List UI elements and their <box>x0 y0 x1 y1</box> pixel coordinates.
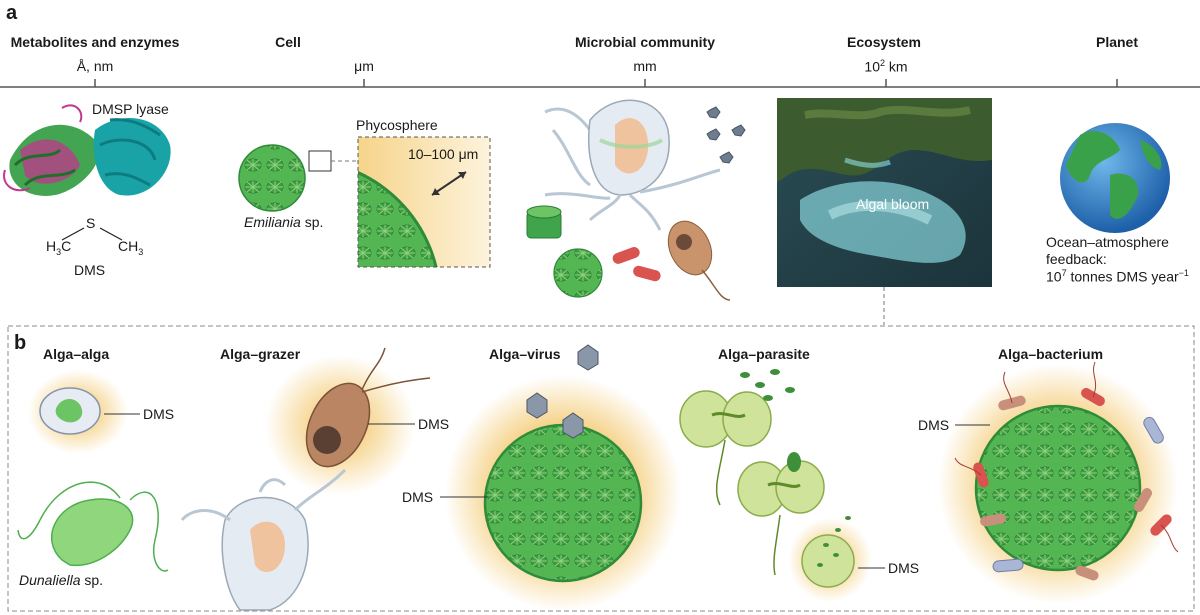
coccolith-small <box>553 248 603 298</box>
lysing-host <box>801 534 855 588</box>
virus-host-coccolith <box>483 423 643 583</box>
heading-alga-parasite: Alga–parasite <box>718 346 810 362</box>
grazer-vacuole <box>313 426 341 454</box>
planet-text-line3: 107 tonnes DMS year−1 <box>1046 268 1189 285</box>
viruses-b <box>526 344 599 439</box>
copepod-b <box>180 468 347 611</box>
dms-sulfur: S <box>86 215 96 231</box>
zoom-box <box>308 150 332 172</box>
planet-text-line1: Ocean–atmosphere <box>1046 234 1169 250</box>
dunaliella-cell <box>51 498 134 566</box>
heading-alga-grazer: Alga–grazer <box>220 346 301 362</box>
scale-unit-angstrom: Å, nm <box>76 58 114 74</box>
copepod-top <box>544 99 721 231</box>
phycosphere-label: Phycosphere <box>356 117 438 133</box>
scale-heading-planet: Planet <box>1095 34 1139 50</box>
ciliate-a <box>667 220 731 301</box>
scale-heading-cell: Cell <box>275 34 301 50</box>
emiliania-label: Emiliania sp. <box>244 214 324 230</box>
scale-unit-millimetre: mm <box>633 58 657 74</box>
zoospores <box>740 369 795 401</box>
scale-heading-ecosystem: Ecosystem <box>847 34 921 50</box>
dms-left-methyl: H3C <box>46 238 72 257</box>
emiliania-cell <box>238 144 306 212</box>
parasite-host-upper <box>679 390 772 506</box>
dunaliella-label: Dunaliella sp. <box>19 572 104 588</box>
phycosphere-size: 10–100 μm <box>408 146 479 162</box>
satellite-image <box>777 98 992 287</box>
scale-unit-micrometre: μm <box>354 58 374 74</box>
dms-label-alga-parasite: DMS <box>888 560 920 576</box>
scale-heading-metabolites: Metabolites and enzymes <box>10 34 180 50</box>
globe <box>1060 123 1170 233</box>
dms-label-alga-grazer: DMS <box>418 416 450 432</box>
planet-text-line2: feedback: <box>1046 251 1107 267</box>
scale-heading-community: Microbial community <box>574 34 716 50</box>
heading-alga-bacterium: Alga–bacterium <box>998 346 1104 362</box>
panel-b-frame <box>7 325 1195 612</box>
phycosphere-inset <box>358 137 490 267</box>
dmsp-lyase-label: DMSP lyase <box>92 101 169 117</box>
phycosphere-frame <box>357 136 491 268</box>
dms-name: DMS <box>74 262 106 278</box>
dmsp-lyase-structure <box>3 104 171 196</box>
viruses-a <box>706 106 746 164</box>
dms-label-alga-bacterium: DMS <box>918 417 950 433</box>
dms-label-alga-virus: DMS <box>402 489 434 505</box>
dms-bonds <box>61 227 123 241</box>
panel-a-letter: a <box>6 2 18 24</box>
bacteria-a <box>612 247 661 282</box>
diatom-cylinder <box>526 205 562 239</box>
heading-alga-alga: Alga–alga <box>43 346 110 362</box>
phycosphere-arrow <box>431 171 467 196</box>
dms-label-alga-alga: DMS <box>143 406 175 422</box>
panel-b-letter: b <box>14 332 27 354</box>
algal-bloom-label: Algal bloom <box>856 196 930 212</box>
scale-ticks <box>94 79 1118 87</box>
heading-alga-virus: Alga–virus <box>489 346 561 362</box>
parasite-host-lower <box>737 452 825 576</box>
scale-unit-kilometre: 102 km <box>864 58 908 75</box>
dms-right-methyl: CH3 <box>118 238 144 257</box>
bacterium-host-coccolith <box>974 404 1142 572</box>
